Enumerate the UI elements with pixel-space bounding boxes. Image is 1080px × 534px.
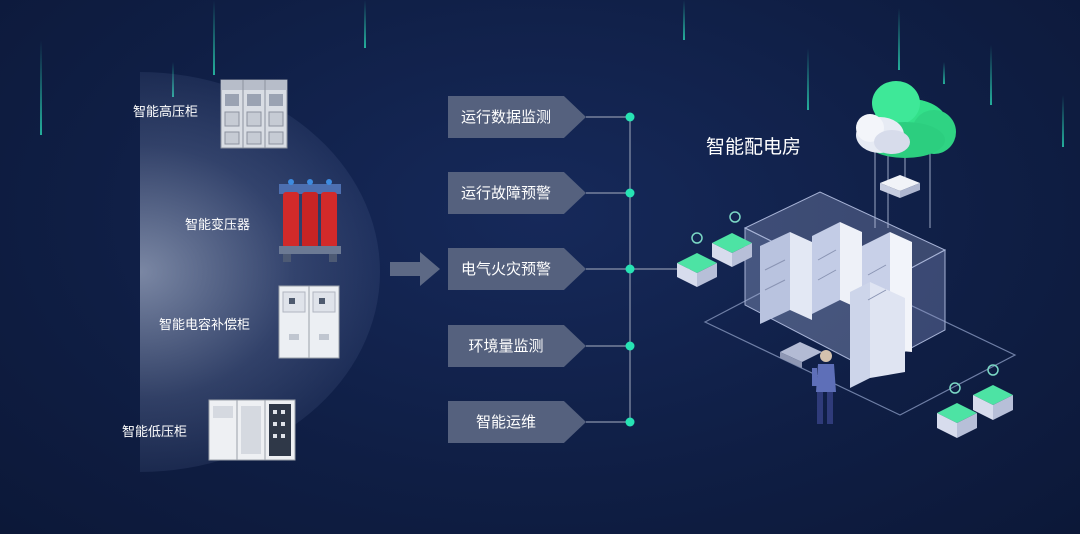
connector-node <box>625 112 635 122</box>
flow-arrow-icon <box>390 252 440 286</box>
background-light-streak <box>683 0 685 40</box>
device-label-low-voltage: 智能低压柜 <box>121 425 187 440</box>
feature-smart-operation: 智能运维 <box>448 401 586 443</box>
feature-running-fault-warning: 运行故障预警 <box>448 172 586 214</box>
transformer-icon <box>279 179 341 262</box>
connector-node <box>625 264 635 274</box>
background-light-streak <box>943 62 945 84</box>
feature-electrical-fire-warning: 电气火灾预警 <box>448 248 586 290</box>
low-voltage-cabinet-icon <box>208 399 296 461</box>
router-icon <box>880 175 920 198</box>
background-light-streak <box>990 45 992 105</box>
background-light-streak <box>364 0 366 48</box>
background-light-streak <box>807 48 809 110</box>
capacitor-cabinet-icon <box>278 285 340 359</box>
connector-node <box>625 188 635 198</box>
room-title: 智能配电房 <box>706 136 802 158</box>
background-light-streak <box>40 40 42 135</box>
high-voltage-cabinet-icon <box>220 79 288 149</box>
feature-environment-monitoring: 环境量监测 <box>448 325 586 367</box>
background-light-streak <box>1062 95 1064 147</box>
feature-running-data-monitoring: 运行数据监测 <box>448 96 586 138</box>
device-label-high-voltage: 智能高压柜 <box>132 105 198 120</box>
cabinet-row-icon <box>760 222 912 388</box>
cloud-white-icon <box>856 114 910 154</box>
connector-node <box>625 417 635 427</box>
background-light-streak <box>898 8 900 70</box>
connector-node <box>625 341 635 351</box>
sensor-box-left-icon <box>677 211 752 287</box>
device-label-transformer: 智能变压器 <box>184 218 250 233</box>
maintenance-person-icon <box>812 350 836 424</box>
sensor-box-right-icon <box>937 364 1013 438</box>
background-light-streak <box>213 0 215 75</box>
device-label-capacitor: 智能电容补偿柜 <box>158 318 250 333</box>
